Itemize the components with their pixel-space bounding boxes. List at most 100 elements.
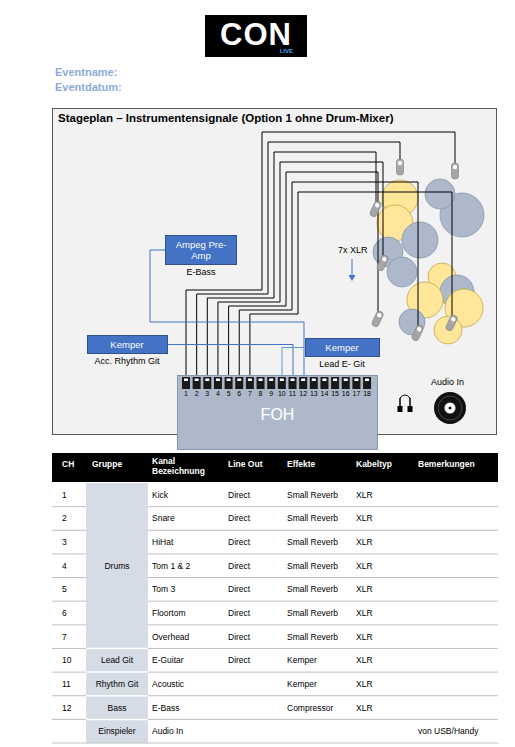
channel-number: 18 [361,390,373,398]
mic-head [374,202,380,208]
table-cell: XLR [356,678,373,690]
stage-area: Stageplan – Instrumentensignale (Option … [52,108,497,435]
socket-pin [205,379,209,382]
table-cell: XLR [356,607,373,619]
table-cell: Floortom [152,607,186,619]
row-line [52,672,86,673]
signal-cable [168,345,294,376]
channel-number: 8 [255,390,267,398]
table-cell: 3 [62,536,67,548]
channel-number: 3 [201,390,213,398]
stage-title: Stageplan – Instrumentensignale (Option … [58,112,501,124]
pointer-arrow [352,259,353,276]
input-socket [193,377,201,389]
mic-body [397,159,404,175]
input-socket [182,377,190,389]
table-header-bar [52,453,498,482]
socket-pin [333,379,337,382]
table-cell: Kick [152,489,168,501]
channel-number: 7 [244,390,256,398]
input-socket [320,377,328,389]
input-socket [257,377,265,389]
table-cell: XLR [356,536,373,548]
channel-number: 12 [297,390,309,398]
channel-number: 11 [287,390,299,398]
device-name: Ampeg Pre-Amp [168,239,234,261]
row-line [148,530,498,531]
socket-pin [291,379,295,382]
table-cell: XLR [356,512,373,524]
row-line [86,648,148,650]
table-cell: Kemper [287,678,317,690]
drum-cable [250,192,452,375]
row-line [52,601,86,602]
table-cell: HiHat [152,536,173,548]
table-cell: Bass [86,702,148,714]
channel-number: 14 [318,390,330,398]
table-cell: Direct [228,583,250,595]
input-socket [225,377,233,389]
table-cell: Rhythm Git [86,678,148,690]
table-cell: Small Reverb [287,631,338,643]
table-cell: Kemper [287,654,317,666]
socket-pin [354,379,358,382]
row-line [148,553,498,554]
input-socket [267,377,275,389]
table-cell: XLR [356,583,373,595]
table-cell: von USB/Handy [418,725,478,737]
row-line [52,743,498,744]
mic-body [369,200,382,217]
channel-number: 16 [340,390,352,398]
mic-body [376,254,389,271]
row-line [52,530,86,531]
row-line [148,719,498,720]
mic-body [371,310,384,327]
channel-number: 1 [180,390,192,398]
socket-pin [269,379,273,382]
table-cell: Acoustic [152,678,184,690]
drum-shell [402,222,438,258]
table-header: Kanal Bezeichnung [152,456,214,476]
device-box: Kemper [87,335,168,354]
signal-cable [282,348,305,376]
event-field: Eventname: [55,66,117,78]
plug-cable [400,395,410,398]
input-socket [278,377,286,389]
device-box: Ampeg Pre-Amp [165,235,237,265]
mic-head [453,165,457,169]
logo-text: CON [205,18,307,52]
table-cell: Audio In [152,725,183,737]
channel-number: 5 [223,390,235,398]
table-header: Effekte [287,459,315,469]
foh-label: FOH [178,406,377,424]
mic-head [398,161,402,165]
table-cell: 10 [62,654,71,666]
event-field: Eventdatum: [55,81,122,93]
instrument-caption: E-Bass [165,267,237,278]
drum-cable [218,162,383,375]
socket-pin [248,379,252,382]
table-cell: Small Reverb [287,583,338,595]
mic-head [376,312,382,318]
socket-pin [216,379,220,382]
input-socket [363,377,371,389]
socket-pin [365,379,369,382]
channel-number: 13 [308,390,320,398]
input-socket [289,377,297,389]
table-header: Kabeltyp [356,459,392,469]
row-line [52,624,86,625]
input-socket [214,377,222,389]
mic-body [452,163,459,179]
table-cell: Einspieler [86,725,148,737]
connectors [150,250,305,375]
table-cell: Direct [228,512,250,524]
table-cell: 1 [62,489,67,501]
channel-number: 17 [350,390,362,398]
vinyl-label [445,403,456,414]
row-line [52,577,86,578]
table-cell: Overhead [152,631,189,643]
table-cell: Drums [86,560,148,572]
node-box: Ampeg Pre-AmpE-Bass [165,235,237,278]
arrow-head [349,275,356,281]
socket-pin [312,379,316,382]
